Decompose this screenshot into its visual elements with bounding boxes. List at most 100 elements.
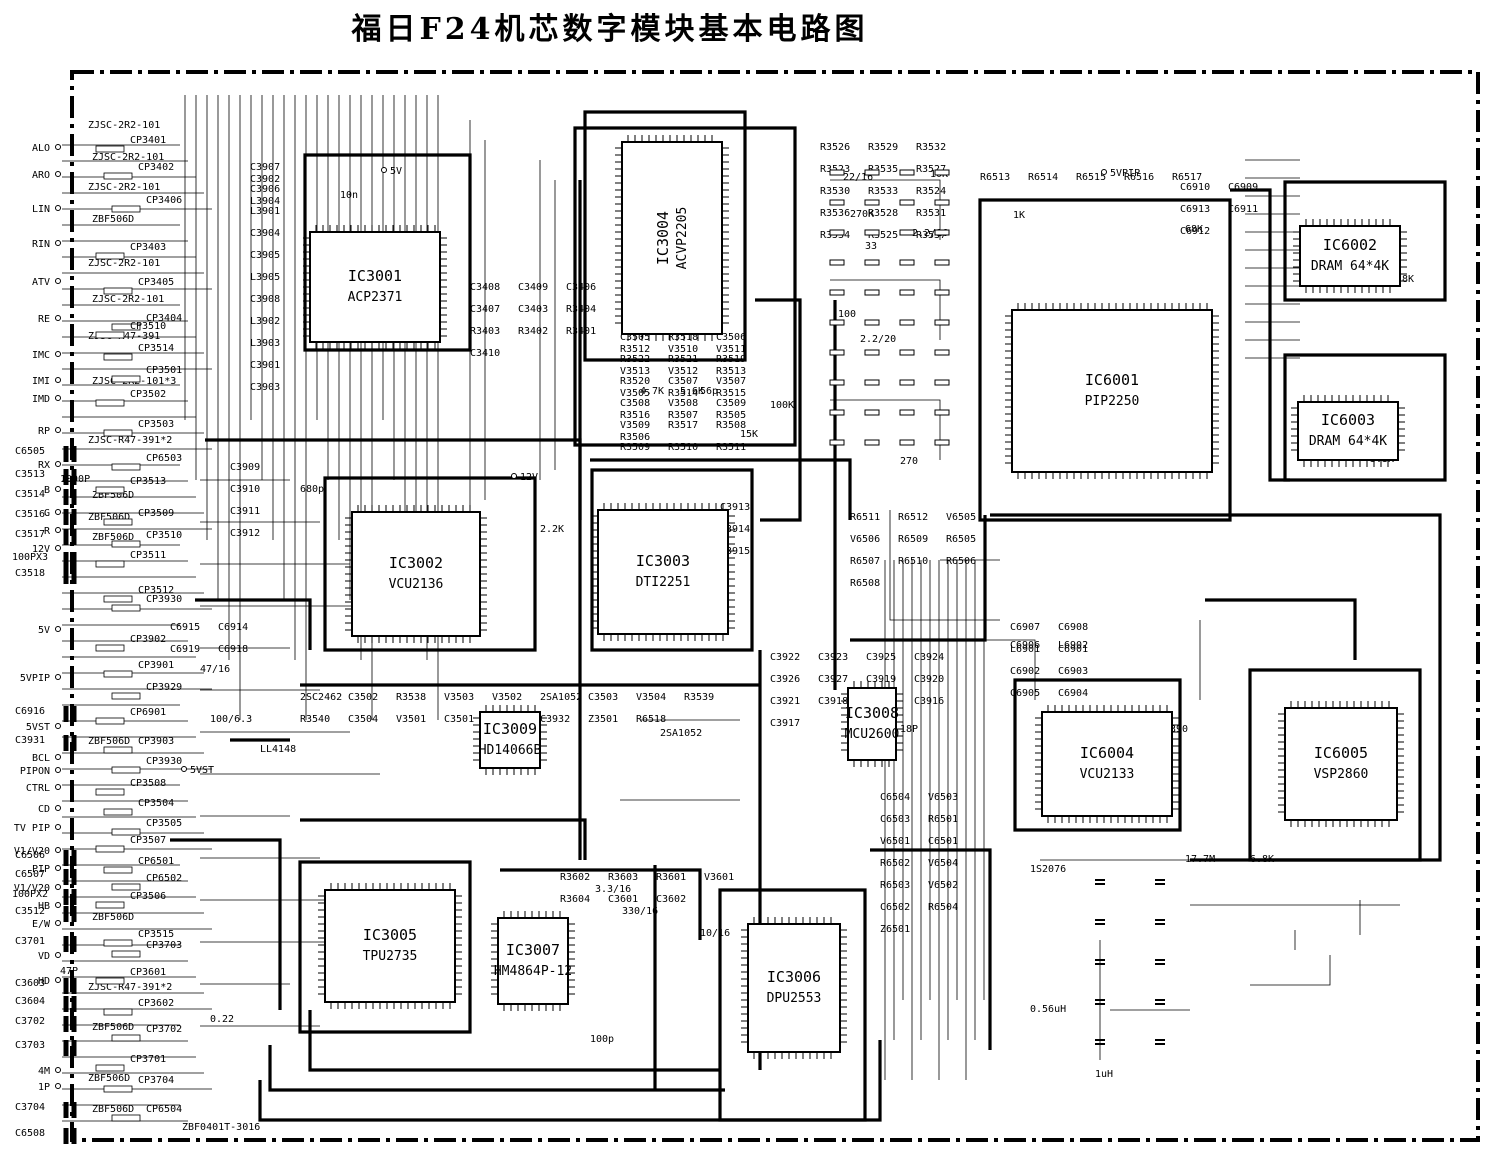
ic-ref: IC3002	[389, 554, 443, 572]
connector-body	[111, 540, 141, 548]
resistor-glyph	[829, 229, 845, 236]
component-label: R3521	[668, 354, 698, 365]
connector-label: CP3901	[138, 660, 174, 671]
ferrite-label: ZJSC-2R2-101	[88, 182, 160, 193]
ic-ref: IC6004	[1080, 744, 1134, 762]
left-cap-label: C6507	[15, 869, 45, 880]
component-label: R3514	[668, 388, 698, 399]
resistor-glyph	[864, 349, 880, 356]
component-label: C3506	[716, 332, 746, 343]
terminal-label: RP	[38, 426, 50, 437]
component-label: C3504	[348, 714, 378, 725]
resistor-glyph	[934, 409, 950, 416]
resistor-glyph	[899, 379, 915, 386]
connector-label: CP3406	[146, 195, 182, 206]
terminal-label: 5VST	[26, 722, 50, 733]
terminal-label: E/W	[32, 919, 51, 930]
connector-body	[111, 1114, 141, 1122]
component-label: L3901	[250, 206, 280, 217]
resistor-glyph	[864, 169, 880, 176]
connector-label: CP3506	[130, 891, 166, 902]
component-label: C3911	[230, 506, 260, 517]
component-label: R3510	[668, 442, 698, 453]
component-label: C3903	[250, 382, 280, 393]
terminal-pin	[55, 884, 61, 890]
component-label: R3511	[716, 442, 746, 453]
connector-body	[111, 828, 141, 836]
component-label: R6515	[1076, 172, 1106, 183]
component-label: C3924	[914, 652, 944, 663]
terminal-label: ATV	[32, 277, 50, 288]
ic-part-label: DRAM 64*4K	[1309, 434, 1387, 449]
left-cap-label: C3604	[15, 996, 45, 1007]
connector-label: CP6901	[130, 707, 166, 718]
component-label: R3529	[868, 142, 898, 153]
resistor-glyph	[829, 379, 845, 386]
ic-body	[597, 509, 729, 635]
rail-label: 5VST	[190, 765, 214, 776]
terminal-pin	[55, 674, 61, 680]
resistor-glyph	[829, 319, 845, 326]
component-label: R3602	[560, 872, 590, 883]
component-label: R3539	[684, 692, 714, 703]
terminal-label: 12V	[32, 544, 50, 555]
terminal-pin	[55, 351, 61, 357]
resistor-glyph	[864, 199, 880, 206]
component-label: C3904	[250, 228, 280, 239]
terminal-pin	[55, 395, 61, 401]
component-label: V6502	[928, 880, 958, 891]
ferrite-label: ZBF506D	[92, 1022, 134, 1033]
connector-label: CP6504	[146, 1104, 182, 1115]
left-cap-label: C3517	[15, 529, 45, 540]
connector-body	[103, 746, 133, 754]
connector-body	[103, 353, 133, 361]
ic-part-label: VCU2136	[389, 577, 444, 592]
ic-body	[497, 917, 569, 1005]
connector-label: CP3702	[146, 1024, 182, 1035]
connector-body	[95, 788, 125, 796]
value-label: 390	[1170, 724, 1188, 735]
ic-ref: IC3005	[363, 926, 417, 944]
terminal-label: IMD	[32, 394, 50, 405]
left-cap-label: C3701	[15, 936, 45, 947]
bus-trace	[1230, 188, 1290, 482]
terminal-label: PIP	[32, 864, 50, 875]
connector-label: CP3509	[138, 508, 174, 519]
value-label: 1S2076	[1030, 864, 1066, 875]
component-label: 2SA1052	[540, 692, 582, 703]
ic-body	[847, 687, 897, 761]
terminal-pin	[55, 920, 61, 926]
connector-body	[95, 845, 125, 853]
component-label: C3917	[770, 718, 800, 729]
value-label: 22/16	[843, 172, 873, 183]
terminal-label: LIN	[32, 204, 50, 215]
bus-trace	[323, 476, 537, 652]
resistor-glyph	[899, 169, 915, 176]
component-label: C3923	[818, 652, 848, 663]
resistor-glyph	[864, 259, 880, 266]
connector-body	[103, 808, 133, 816]
connector-label: CP3501	[146, 365, 182, 376]
component-label: C6901	[1058, 644, 1088, 655]
resistor-glyph	[899, 199, 915, 206]
value-label: 270	[900, 456, 918, 467]
ferrite-label: ZBF0401T-3016	[182, 1122, 260, 1133]
component-label: R3522	[620, 354, 650, 365]
component-label: R3513	[716, 366, 746, 377]
value-label: 100p	[590, 1034, 614, 1045]
resistor-glyph	[864, 439, 880, 446]
component-label: C3927	[818, 674, 848, 685]
connector-label: CP3511	[130, 550, 166, 561]
resistor-glyph	[899, 349, 915, 356]
connector-body	[95, 331, 125, 339]
connector-body	[95, 901, 125, 909]
component-label: C6911	[1228, 204, 1258, 215]
component-label: C6914	[218, 622, 248, 633]
value-label: 47/16	[200, 664, 230, 675]
bus-trace	[583, 110, 747, 362]
connector-label: CP3902	[130, 634, 166, 645]
component-label: R3518	[668, 332, 698, 343]
resistor-glyph	[864, 379, 880, 386]
